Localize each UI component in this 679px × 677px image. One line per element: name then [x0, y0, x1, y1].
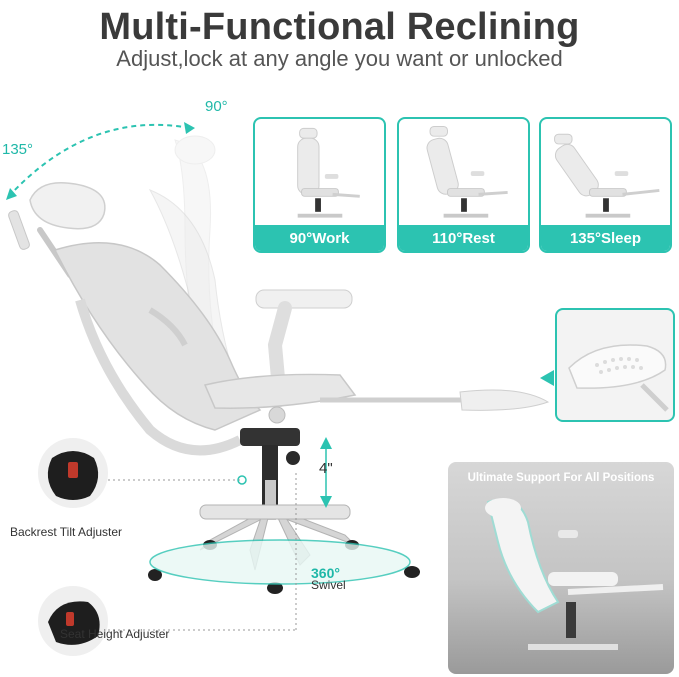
footrest-closeup	[555, 308, 675, 422]
backrest-knob-icon	[47, 451, 99, 500]
chair-upright-thumbnail	[297, 127, 360, 218]
height-adjust-label: 4"	[319, 460, 333, 477]
chair-rest-thumbnail	[426, 125, 508, 218]
backrest-tilt-caption: Backrest Tilt Adjuster	[10, 525, 123, 539]
seat-height-caption: Seat Height Adjuster	[60, 627, 170, 641]
recline-arc-arrow	[9, 123, 191, 196]
mode-label-rest: 110°Rest	[399, 225, 528, 251]
seat-cushion	[203, 373, 357, 409]
mode-label-sleep: 135°Sleep	[541, 225, 670, 251]
angle-90-label: 90°	[205, 98, 228, 115]
star-base	[199, 504, 356, 571]
swivel-ring	[149, 539, 411, 585]
mode-card-sleep: 135°Sleep	[539, 117, 672, 253]
seat-height-knob	[38, 586, 108, 656]
chair-sleep-thumbnail	[554, 133, 660, 218]
height-arrow-down	[320, 496, 332, 508]
tilt-mechanism	[240, 428, 300, 446]
footrest-pad	[459, 389, 550, 411]
backrest-tilt-knob	[38, 438, 108, 508]
photo-title: Ultimate Support For All Positions	[467, 472, 655, 484]
armrest-pad	[255, 289, 353, 309]
swivel-label: Swivel	[311, 578, 346, 592]
swivel-degrees: 360°	[311, 565, 340, 581]
support-photo-chair	[485, 498, 664, 650]
mode-card-rest: 110°Rest	[397, 117, 530, 253]
arc-arrowhead-left	[6, 188, 17, 200]
arc-arrowhead-right	[184, 122, 195, 134]
height-arrow-up	[320, 437, 332, 449]
page-title: Multi-Functional Reclining	[99, 6, 580, 48]
footrest-callout-pointer	[540, 370, 554, 386]
page-subtitle: Adjust,lock at any angle you want or unl…	[116, 46, 563, 71]
ultimate-support-photo: Ultimate Support For All Positions	[448, 462, 674, 674]
angle-135-label: 135°	[2, 141, 34, 158]
headrest	[29, 182, 106, 230]
mode-card-work: 90°Work	[253, 117, 386, 253]
mode-label-work: 90°Work	[255, 225, 384, 251]
seat-knob-icon	[48, 601, 100, 645]
footrest-closeup-image	[568, 344, 669, 412]
